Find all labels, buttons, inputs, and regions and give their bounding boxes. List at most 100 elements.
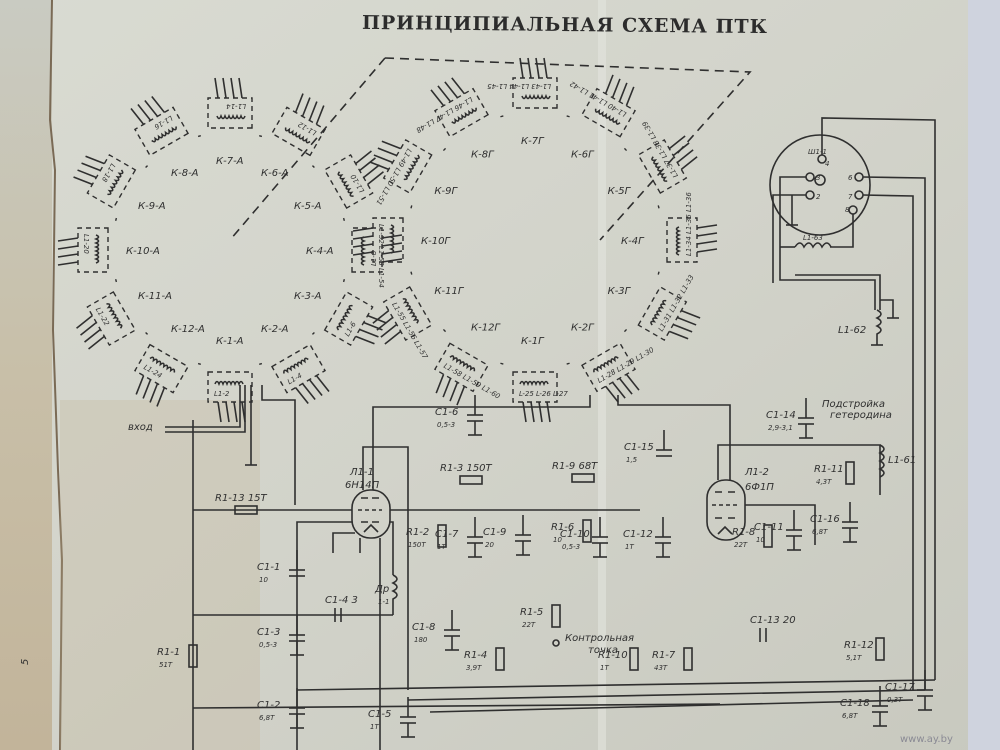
coil-icon <box>402 298 419 324</box>
drum-g-coil-frame <box>637 138 688 195</box>
c1-18-ref: С1-18 <box>840 698 870 709</box>
tube-l1-2: Л1-2 6Ф1П <box>617 395 881 545</box>
drum-a-coil-block: L1-2 <box>207 371 253 423</box>
bus-line <box>429 699 914 713</box>
coil-icon <box>284 127 311 144</box>
coil-icon <box>650 299 667 326</box>
drum-g-coil-block: L-25 L-26 L-27 <box>512 371 568 423</box>
r1-10-symbol <box>629 647 639 671</box>
contact-pin <box>225 401 230 423</box>
drum-a-ring-segment <box>342 217 346 221</box>
c1-5-value: 1Т <box>370 723 379 731</box>
stain <box>60 400 260 750</box>
contact-pin <box>57 245 79 250</box>
contact-pin <box>673 323 693 333</box>
contact-pin <box>355 335 375 345</box>
contact-pin <box>301 383 316 400</box>
drum-g-ring-segment <box>410 205 413 209</box>
drum-g-ring-segment <box>442 147 447 152</box>
drum-a-ring-segment <box>145 165 149 169</box>
contact-pin <box>444 81 459 99</box>
c1-2-ref: С1-2 <box>257 700 280 711</box>
coil-icon <box>283 357 309 374</box>
contact-pin <box>77 169 97 179</box>
r1-8-value: 22Т <box>734 541 748 549</box>
r1-6-ref: R1-6 <box>551 522 574 533</box>
contact-pin <box>435 374 445 394</box>
r1-10-value: 1Т <box>600 664 609 672</box>
r1-5-symbol <box>551 604 561 628</box>
contact-pin <box>538 401 543 423</box>
contact-pin <box>451 77 466 95</box>
drum-a-coil-frame <box>77 227 109 273</box>
c1-17-ref: С1-17 <box>885 682 915 693</box>
c1-11-ref: С1-11 <box>754 522 784 533</box>
contact-pin <box>546 401 551 423</box>
drum-g-coil-block: L1-34 L1-35 L1-36 <box>666 192 718 263</box>
l1-61-ref: L1-61 <box>888 455 916 466</box>
contact-pin <box>57 237 79 242</box>
coil-icon <box>519 380 549 387</box>
drum-a-contact-label: К-10-А <box>126 246 160 257</box>
choke-label: Др <box>374 584 389 595</box>
drum-g-ring-segment <box>657 271 660 275</box>
drum-g-coil-frame <box>580 342 637 393</box>
connector-label: Ш1-1 <box>808 148 827 156</box>
contact-pin <box>677 316 697 326</box>
drum-g-contact-label: К-8Г <box>471 149 495 160</box>
drum-a-coil-frame <box>207 97 253 129</box>
contact-pin <box>618 377 633 395</box>
c1-14-ref: С1-14 <box>766 410 796 421</box>
contact-pin <box>315 105 325 125</box>
contact-pin <box>352 251 374 256</box>
drum-g-coil-frame <box>372 217 404 263</box>
tube-l1-1: Л1-1 6Н14П Др 1-1 <box>193 395 640 750</box>
c1-6-value: 0,5-3 <box>437 421 455 429</box>
r1-5-ref: R1-5 <box>520 607 543 618</box>
contact-pin <box>456 386 466 406</box>
r1-6-symbol <box>582 519 592 543</box>
r1-2-value: 150Т <box>408 541 426 549</box>
c1-8-ref: С1-8 <box>412 622 435 633</box>
trim-label-2: гетеродина <box>830 410 892 421</box>
c1-12-ref: С1-12 <box>623 529 653 540</box>
drum-a-contact-label: К-8-А <box>171 168 199 179</box>
contact-pin <box>355 150 372 165</box>
contact-pin <box>604 74 614 94</box>
drum-a-contact-label: К-9-А <box>138 201 166 212</box>
drum-a-coil-label: L1-2 <box>214 390 230 398</box>
c1-5-ref: С1-5 <box>368 709 391 720</box>
page-title: ПРИНЦИПИАЛЬНАЯ СХЕМА ПТК <box>361 11 769 39</box>
contact-pin <box>352 235 374 240</box>
drum-a-contact-label: К-6-А <box>261 168 289 179</box>
control-point-label: Контрольная <box>565 633 634 644</box>
drum-g-contact-label: К-3Г <box>608 286 632 297</box>
drum-g-coil-frame <box>433 87 490 138</box>
drum-g-contact-label: К-7Г <box>521 136 545 147</box>
contact-pin <box>156 387 166 407</box>
c1-3-value: 0,5-3 <box>259 641 277 649</box>
drum-a-ring-segment <box>197 134 201 138</box>
pin-label: 8 <box>845 206 850 214</box>
contact-pin <box>301 97 311 117</box>
coil-icon <box>216 113 246 120</box>
drum-g-contact-label: К-6Г <box>571 149 595 160</box>
control-point-terminal[interactable] <box>552 639 560 647</box>
coil-label: L1-63 <box>803 234 823 242</box>
contact-pin <box>442 378 452 398</box>
r1-1-value: 51Т <box>159 661 173 669</box>
contact-pin <box>611 381 626 399</box>
contact-pin <box>81 162 101 172</box>
r1-12-symbol <box>875 637 885 661</box>
contact-pin <box>535 57 540 79</box>
contact-pin <box>380 323 398 338</box>
c1-17-value: 0,3Т <box>887 696 903 704</box>
drum-g-ring-segment <box>657 205 660 209</box>
contact-pin <box>430 89 445 107</box>
right-edge-bg <box>968 0 1000 750</box>
drum-g-coil-frame <box>433 342 490 393</box>
drum-g-coil-frame <box>666 217 698 263</box>
contact-pin <box>142 379 152 399</box>
